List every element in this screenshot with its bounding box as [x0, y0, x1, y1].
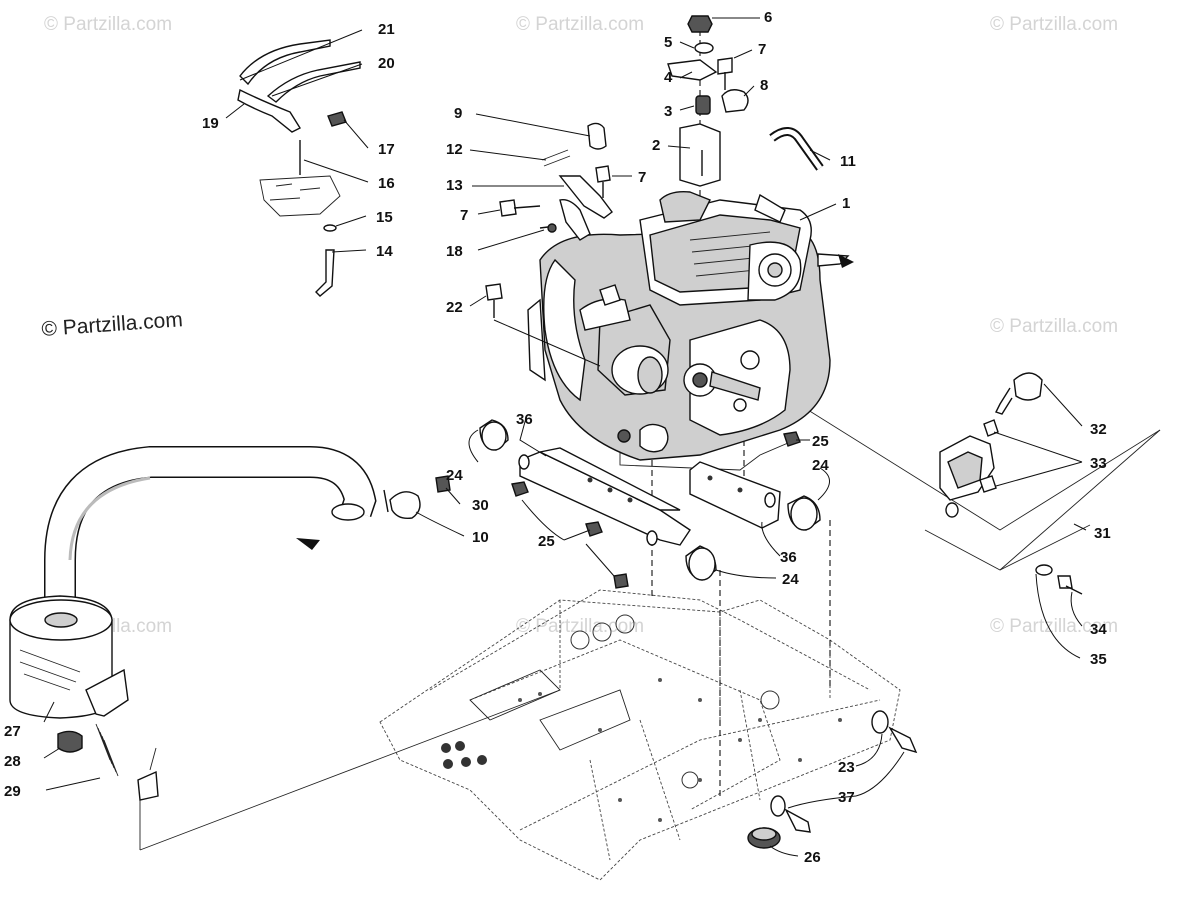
hose-part [769, 127, 824, 171]
callout-14: 14 [376, 243, 393, 260]
watermarks: © Partzilla.com © Partzilla.com © Partzi… [41, 14, 1118, 637]
watermark-top-left: © Partzilla.com [44, 14, 172, 35]
callout-10: 10 [472, 529, 489, 546]
watermark-mid-right: © Partzilla.com [990, 316, 1118, 337]
callout-30: 30 [472, 497, 489, 514]
callout-numbers: 1 2 3 4 5 6 7 7 7 8 9 10 11 12 13 14 15 … [4, 9, 1111, 866]
callout-2: 2 [652, 137, 660, 154]
bolt-22 [485, 283, 503, 318]
callout-22: 22 [446, 299, 463, 316]
callout-21: 21 [378, 21, 395, 38]
callout-37: 37 [838, 789, 855, 806]
callout-16: 16 [378, 175, 395, 192]
exhaust-system [9, 446, 451, 801]
top-bracket-parts [595, 15, 749, 198]
callout-leaders [43, 17, 1087, 857]
watermark-top-right: © Partzilla.com [990, 14, 1118, 35]
callout-32: 32 [1090, 421, 1107, 438]
callout-7-left: 7 [460, 207, 468, 224]
engine-assembly [527, 190, 850, 461]
control-linkage [237, 39, 361, 297]
callout-12: 12 [446, 141, 463, 158]
throttle-parts [499, 122, 613, 241]
watermark-main: © Partzilla.com [41, 308, 184, 341]
callout-29: 29 [4, 783, 21, 800]
callout-23: 23 [838, 759, 855, 776]
callout-24-right: 24 [812, 457, 829, 474]
callout-34: 34 [1090, 621, 1107, 638]
arrow-right-engine [838, 254, 854, 268]
direction-arrows [296, 254, 854, 550]
callout-1: 1 [842, 195, 850, 212]
watermark-bottom-center: © Partzilla.com [516, 616, 644, 637]
callout-4: 4 [664, 69, 673, 86]
callout-8: 8 [760, 77, 768, 94]
callout-18: 18 [446, 243, 463, 260]
callout-36-bottom: 36 [780, 549, 797, 566]
callout-13: 13 [446, 177, 463, 194]
callout-24-left: 24 [446, 467, 463, 484]
callout-9: 9 [454, 105, 462, 122]
watermark-bottom-right: © Partzilla.com [990, 616, 1118, 637]
lower-fasteners [747, 710, 918, 849]
callout-20: 20 [378, 55, 395, 72]
callout-3: 3 [664, 103, 672, 120]
callout-36-top: 36 [516, 411, 533, 428]
callout-6: 6 [764, 9, 772, 26]
callout-35: 35 [1090, 651, 1107, 668]
callout-26: 26 [804, 849, 821, 866]
callout-5: 5 [664, 34, 672, 51]
callout-33: 33 [1090, 455, 1107, 472]
callout-7-mid: 7 [638, 169, 646, 186]
callout-15: 15 [376, 209, 393, 226]
callout-25-left: 25 [538, 533, 555, 550]
callout-11: 11 [840, 153, 856, 170]
callout-17: 17 [378, 141, 395, 158]
callout-24-bottom: 24 [782, 571, 799, 588]
callout-19: 19 [202, 115, 219, 132]
arrow-left-exhaust [296, 538, 320, 550]
callout-27: 27 [4, 723, 21, 740]
callout-7-top: 7 [758, 41, 766, 58]
callout-28: 28 [4, 753, 21, 770]
right-bracket-parts [939, 372, 1083, 595]
callout-25-right: 25 [812, 433, 829, 450]
callout-31: 31 [1094, 525, 1111, 542]
watermark-top-center: © Partzilla.com [516, 14, 644, 35]
